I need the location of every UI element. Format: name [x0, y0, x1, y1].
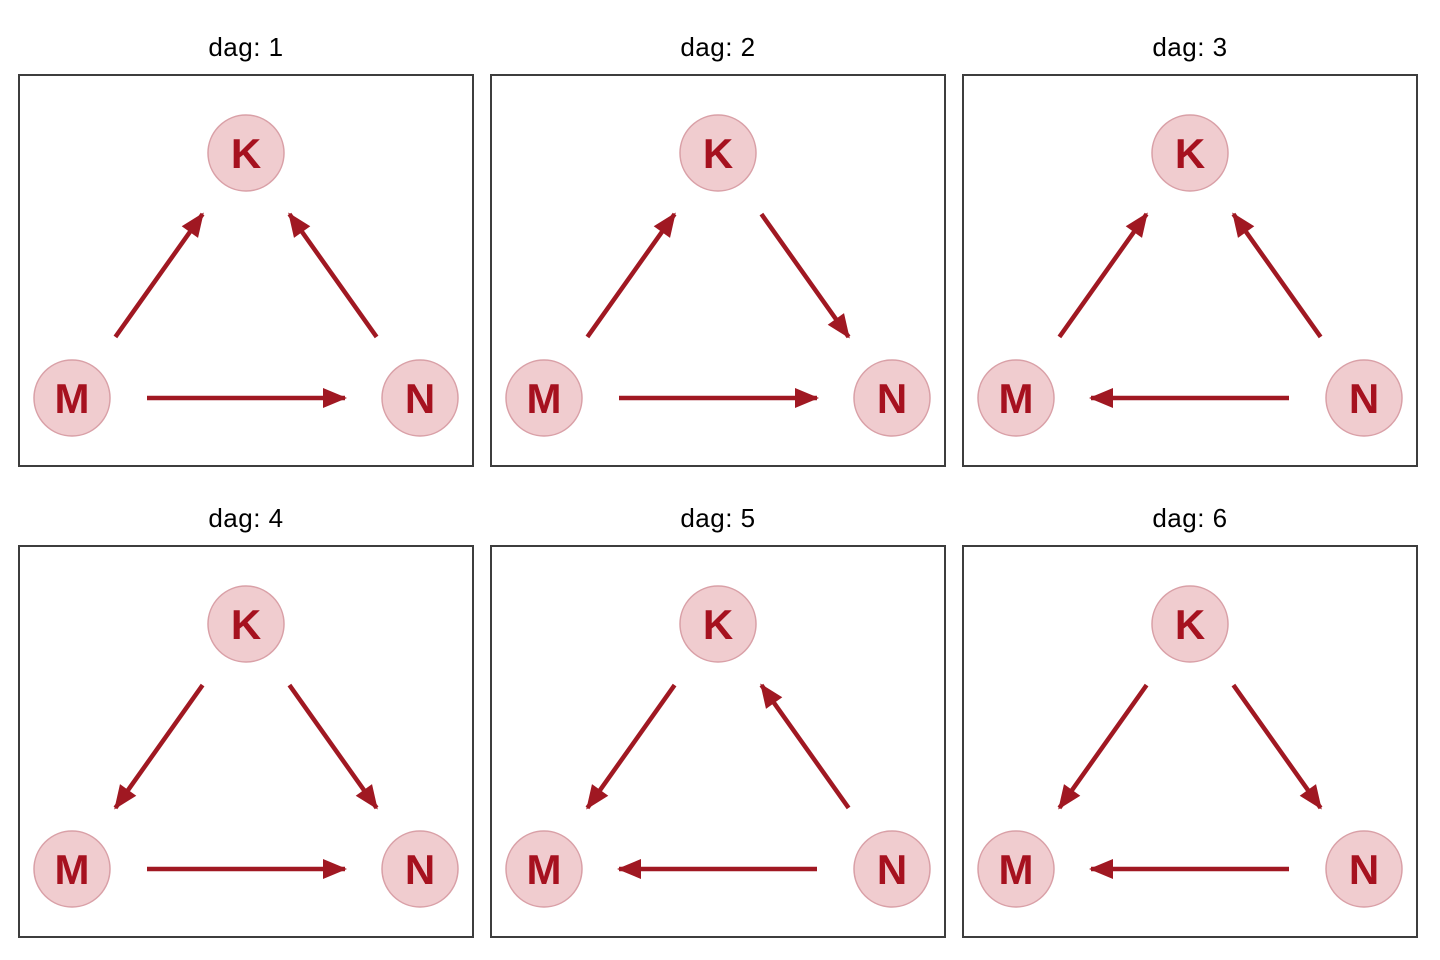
edge-M-to-K	[1057, 212, 1149, 339]
edge-K-to-M	[113, 683, 205, 810]
node-M: M	[977, 359, 1055, 437]
node-K: K	[1151, 585, 1229, 663]
dag-panel-5: K M N	[490, 545, 946, 938]
node-K: K	[679, 585, 757, 663]
node-circle-M	[977, 359, 1055, 437]
node-label-K: K	[1175, 130, 1205, 177]
node-K: K	[679, 114, 757, 192]
node-circle-M	[505, 830, 583, 908]
node-M: M	[505, 359, 583, 437]
panel-title-dag-5: dag: 5	[680, 502, 756, 533]
node-label-K: K	[703, 601, 733, 648]
node-circle-N	[853, 830, 931, 908]
node-circle-N	[1325, 830, 1403, 908]
node-circle-M	[505, 359, 583, 437]
node-M: M	[977, 830, 1055, 908]
node-K: K	[207, 585, 285, 663]
node-M: M	[33, 830, 111, 908]
dag-panel-2: K M N	[490, 74, 946, 467]
panel-title-dag-3: dag: 3	[1152, 31, 1228, 62]
node-circle-M	[33, 359, 111, 437]
node-label-K: K	[1175, 601, 1205, 648]
node-label-M: M	[527, 375, 562, 422]
dag-graph-6: K M N	[977, 585, 1403, 908]
node-circle-K	[1151, 114, 1229, 192]
node-circle-K	[1151, 585, 1229, 663]
edge-K-to-N	[759, 212, 851, 339]
node-label-M: M	[527, 846, 562, 893]
node-label-K: K	[703, 130, 733, 177]
edge-M-to-K	[113, 212, 205, 339]
dag-graph-1: K M N	[33, 114, 459, 437]
edge-N-to-K	[1231, 212, 1323, 339]
edge-N-to-K	[287, 212, 379, 339]
dag-graph-2: K M N	[505, 114, 931, 437]
node-label-N: N	[877, 375, 907, 422]
edge-K-to-N	[1231, 683, 1323, 810]
node-label-K: K	[231, 130, 261, 177]
node-N: N	[381, 830, 459, 908]
node-circle-K	[679, 585, 757, 663]
node-label-M: M	[55, 375, 90, 422]
node-N: N	[381, 359, 459, 437]
node-K: K	[1151, 114, 1229, 192]
node-circle-M	[977, 830, 1055, 908]
node-K: K	[207, 114, 285, 192]
node-label-K: K	[231, 601, 261, 648]
dag-cell-2: dag: 2 K M N	[490, 20, 946, 467]
node-N: N	[853, 359, 931, 437]
node-circle-K	[207, 585, 285, 663]
node-circle-K	[679, 114, 757, 192]
node-circle-M	[33, 830, 111, 908]
edge-K-to-M	[1057, 683, 1149, 810]
node-label-M: M	[55, 846, 90, 893]
dag-cell-6: dag: 6 K M N	[962, 491, 1418, 938]
node-circle-N	[381, 359, 459, 437]
dag-panel-6: K M N	[962, 545, 1418, 938]
node-circle-N	[853, 359, 931, 437]
edge-K-to-N	[287, 683, 379, 810]
node-M: M	[505, 830, 583, 908]
dag-graph-3: K M N	[977, 114, 1403, 437]
node-label-N: N	[405, 375, 435, 422]
edge-N-to-K	[759, 683, 851, 810]
node-label-M: M	[999, 846, 1034, 893]
panel-title-dag-2: dag: 2	[680, 31, 756, 62]
node-N: N	[853, 830, 931, 908]
node-circle-K	[207, 114, 285, 192]
edge-K-to-M	[585, 683, 677, 810]
dag-cell-4: dag: 4 K M N	[18, 491, 474, 938]
node-label-N: N	[1349, 846, 1379, 893]
node-M: M	[33, 359, 111, 437]
panel-title-dag-6: dag: 6	[1152, 502, 1228, 533]
node-N: N	[1325, 359, 1403, 437]
dag-panel-1: K M N	[18, 74, 474, 467]
dag-panel-4: K M N	[18, 545, 474, 938]
panel-title-dag-4: dag: 4	[208, 502, 284, 533]
edge-M-to-K	[585, 212, 677, 339]
node-label-M: M	[999, 375, 1034, 422]
dag-cell-3: dag: 3 K M N	[962, 20, 1418, 467]
node-circle-N	[381, 830, 459, 908]
dag-panel-3: K M N	[962, 74, 1418, 467]
node-circle-N	[1325, 359, 1403, 437]
dag-graph-4: K M N	[33, 585, 459, 908]
dag-cell-5: dag: 5 K M N	[490, 491, 946, 938]
dag-cell-1: dag: 1 K M N	[18, 20, 474, 467]
dag-graph-5: K M N	[505, 585, 931, 908]
panel-title-dag-1: dag: 1	[208, 31, 284, 62]
node-label-N: N	[877, 846, 907, 893]
node-label-N: N	[405, 846, 435, 893]
node-label-N: N	[1349, 375, 1379, 422]
node-N: N	[1325, 830, 1403, 908]
